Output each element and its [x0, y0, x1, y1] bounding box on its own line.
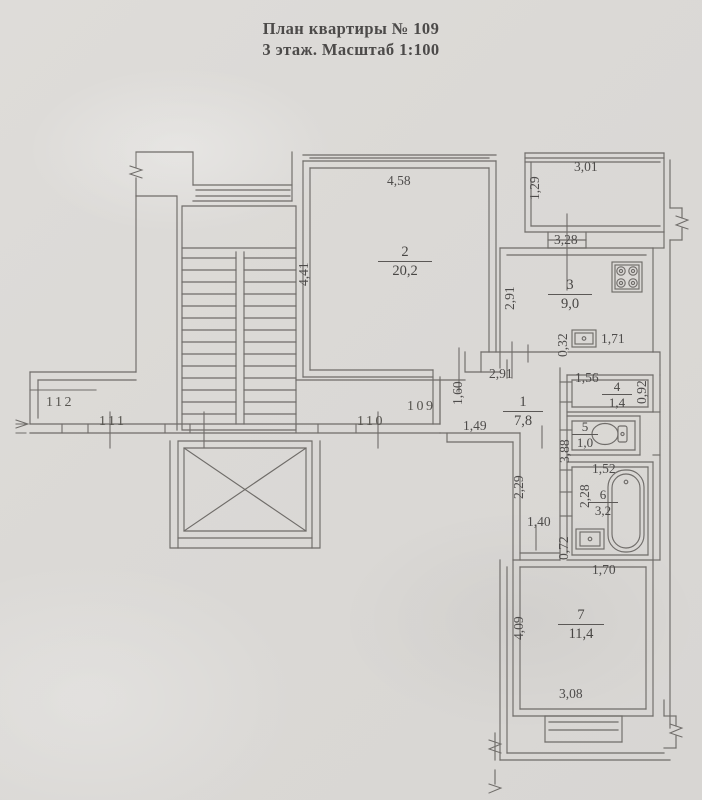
door-ticks-corridor [29, 389, 379, 449]
break-mark-top-left [128, 151, 144, 197]
stove-icon [611, 261, 643, 293]
room-7-walls [512, 559, 654, 717]
room-4-walls [559, 374, 654, 413]
break-mark-left-corridor [15, 419, 30, 434]
corridor-top-wall [135, 151, 194, 186]
stair-steps-left [181, 257, 237, 415]
page-title: План квартиры № 109 [262, 19, 440, 38]
building-right-wall [663, 159, 690, 749]
balcony-bottom [544, 715, 623, 743]
toilet-icon [591, 422, 628, 446]
interior-door-ticks [458, 341, 543, 551]
hall-door-jamb [464, 351, 482, 373]
balcony-top [524, 152, 665, 233]
room-5-walls [559, 415, 641, 456]
stairwell-window [192, 184, 293, 202]
room-1-walls [439, 351, 561, 561]
room-6-walls [559, 461, 654, 561]
stairwell-outer-wall [135, 195, 178, 431]
plan-title-block: План квартиры № 109 3 этаж. Масштаб 1:10… [0, 18, 702, 60]
building-bottom-wall [487, 559, 671, 794]
bathtub-icon [607, 469, 645, 553]
room-3-walls [499, 247, 654, 353]
page-subtitle: 3 этаж. Масштаб 1:100 [262, 40, 440, 59]
room-2-window [302, 154, 497, 159]
stair-steps-right [243, 257, 297, 415]
washbasin-icon [575, 528, 605, 550]
elevator-shaft [177, 440, 313, 549]
sink-icon [571, 329, 597, 348]
room-2-walls [302, 160, 497, 378]
stair-railing [235, 251, 245, 425]
